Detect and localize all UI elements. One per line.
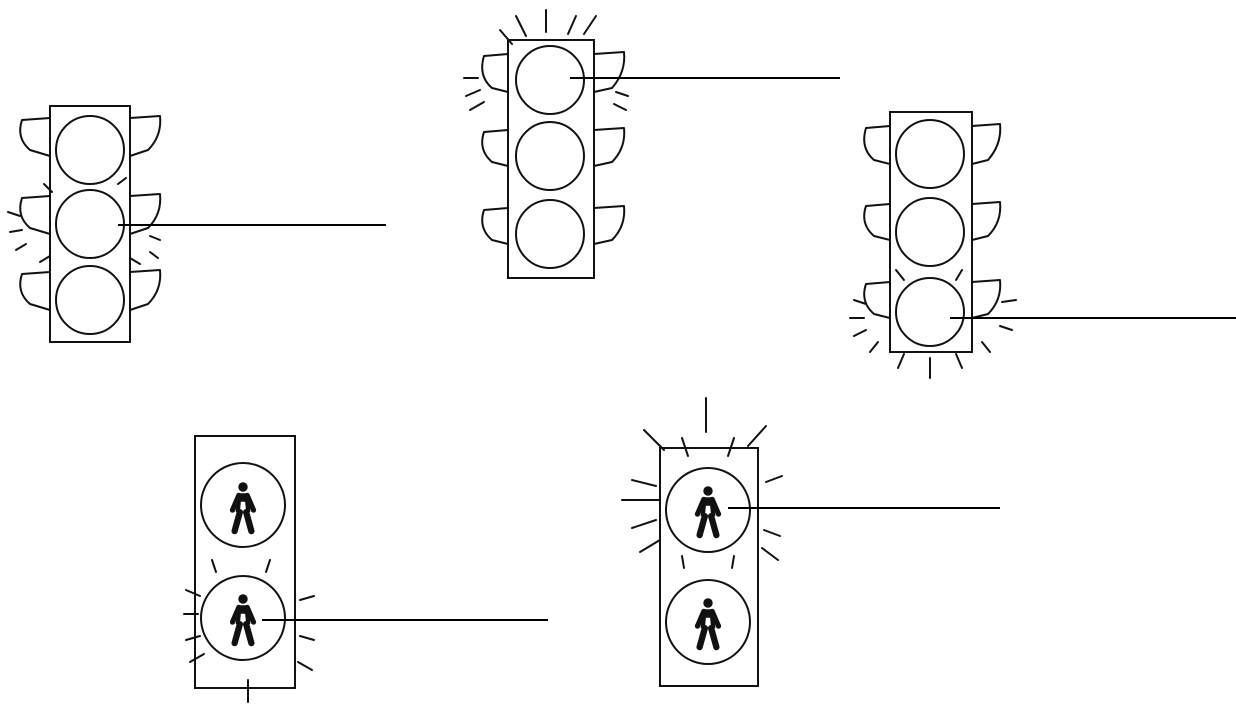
- lamp-top: [56, 116, 124, 184]
- visor-right-middle: [972, 202, 1000, 240]
- visor-left-middle: [20, 196, 50, 234]
- lamp-top: [201, 463, 285, 547]
- three-lamp-signal-bottom-lit: [850, 112, 1236, 378]
- lamp-bottom-lit: [201, 576, 285, 660]
- lamp-middle-lit: [56, 190, 124, 258]
- pedestrian-signal-top-lit: [622, 398, 1000, 686]
- lamp-bottom-lit: [896, 278, 964, 346]
- visor-left-middle: [864, 204, 890, 240]
- lamp-bottom: [56, 266, 124, 334]
- three-lamp-signal-middle-lit: [8, 106, 386, 342]
- visor-right-middle: [594, 128, 624, 166]
- visor-left-bottom: [864, 282, 890, 318]
- pedestrian-signal-bottom-lit: [184, 436, 548, 702]
- visor-right-bottom: [594, 206, 624, 244]
- lamp-top-lit: [666, 468, 750, 552]
- lamp-middle: [896, 198, 964, 266]
- visor-right-top: [972, 124, 1000, 164]
- visor-left-top: [864, 126, 890, 164]
- three-lamp-signal-top-lit: [464, 10, 840, 278]
- lamp-middle: [516, 122, 584, 190]
- visor-left-bottom: [20, 272, 50, 310]
- visor-right-middle: [130, 194, 160, 234]
- visor-left-bottom: [482, 208, 508, 244]
- lamp-bottom: [666, 580, 750, 664]
- visor-left-top: [482, 54, 508, 92]
- lamp-bottom: [516, 200, 584, 268]
- lamp-top: [896, 120, 964, 188]
- visor-right-bottom: [130, 270, 160, 310]
- visor-right-top: [594, 52, 624, 92]
- visor-right-bottom: [972, 280, 1000, 318]
- visor-left-middle: [482, 130, 508, 166]
- visor-left-top: [20, 118, 50, 156]
- lamp-top-lit: [516, 46, 584, 114]
- visor-right-top: [130, 116, 160, 156]
